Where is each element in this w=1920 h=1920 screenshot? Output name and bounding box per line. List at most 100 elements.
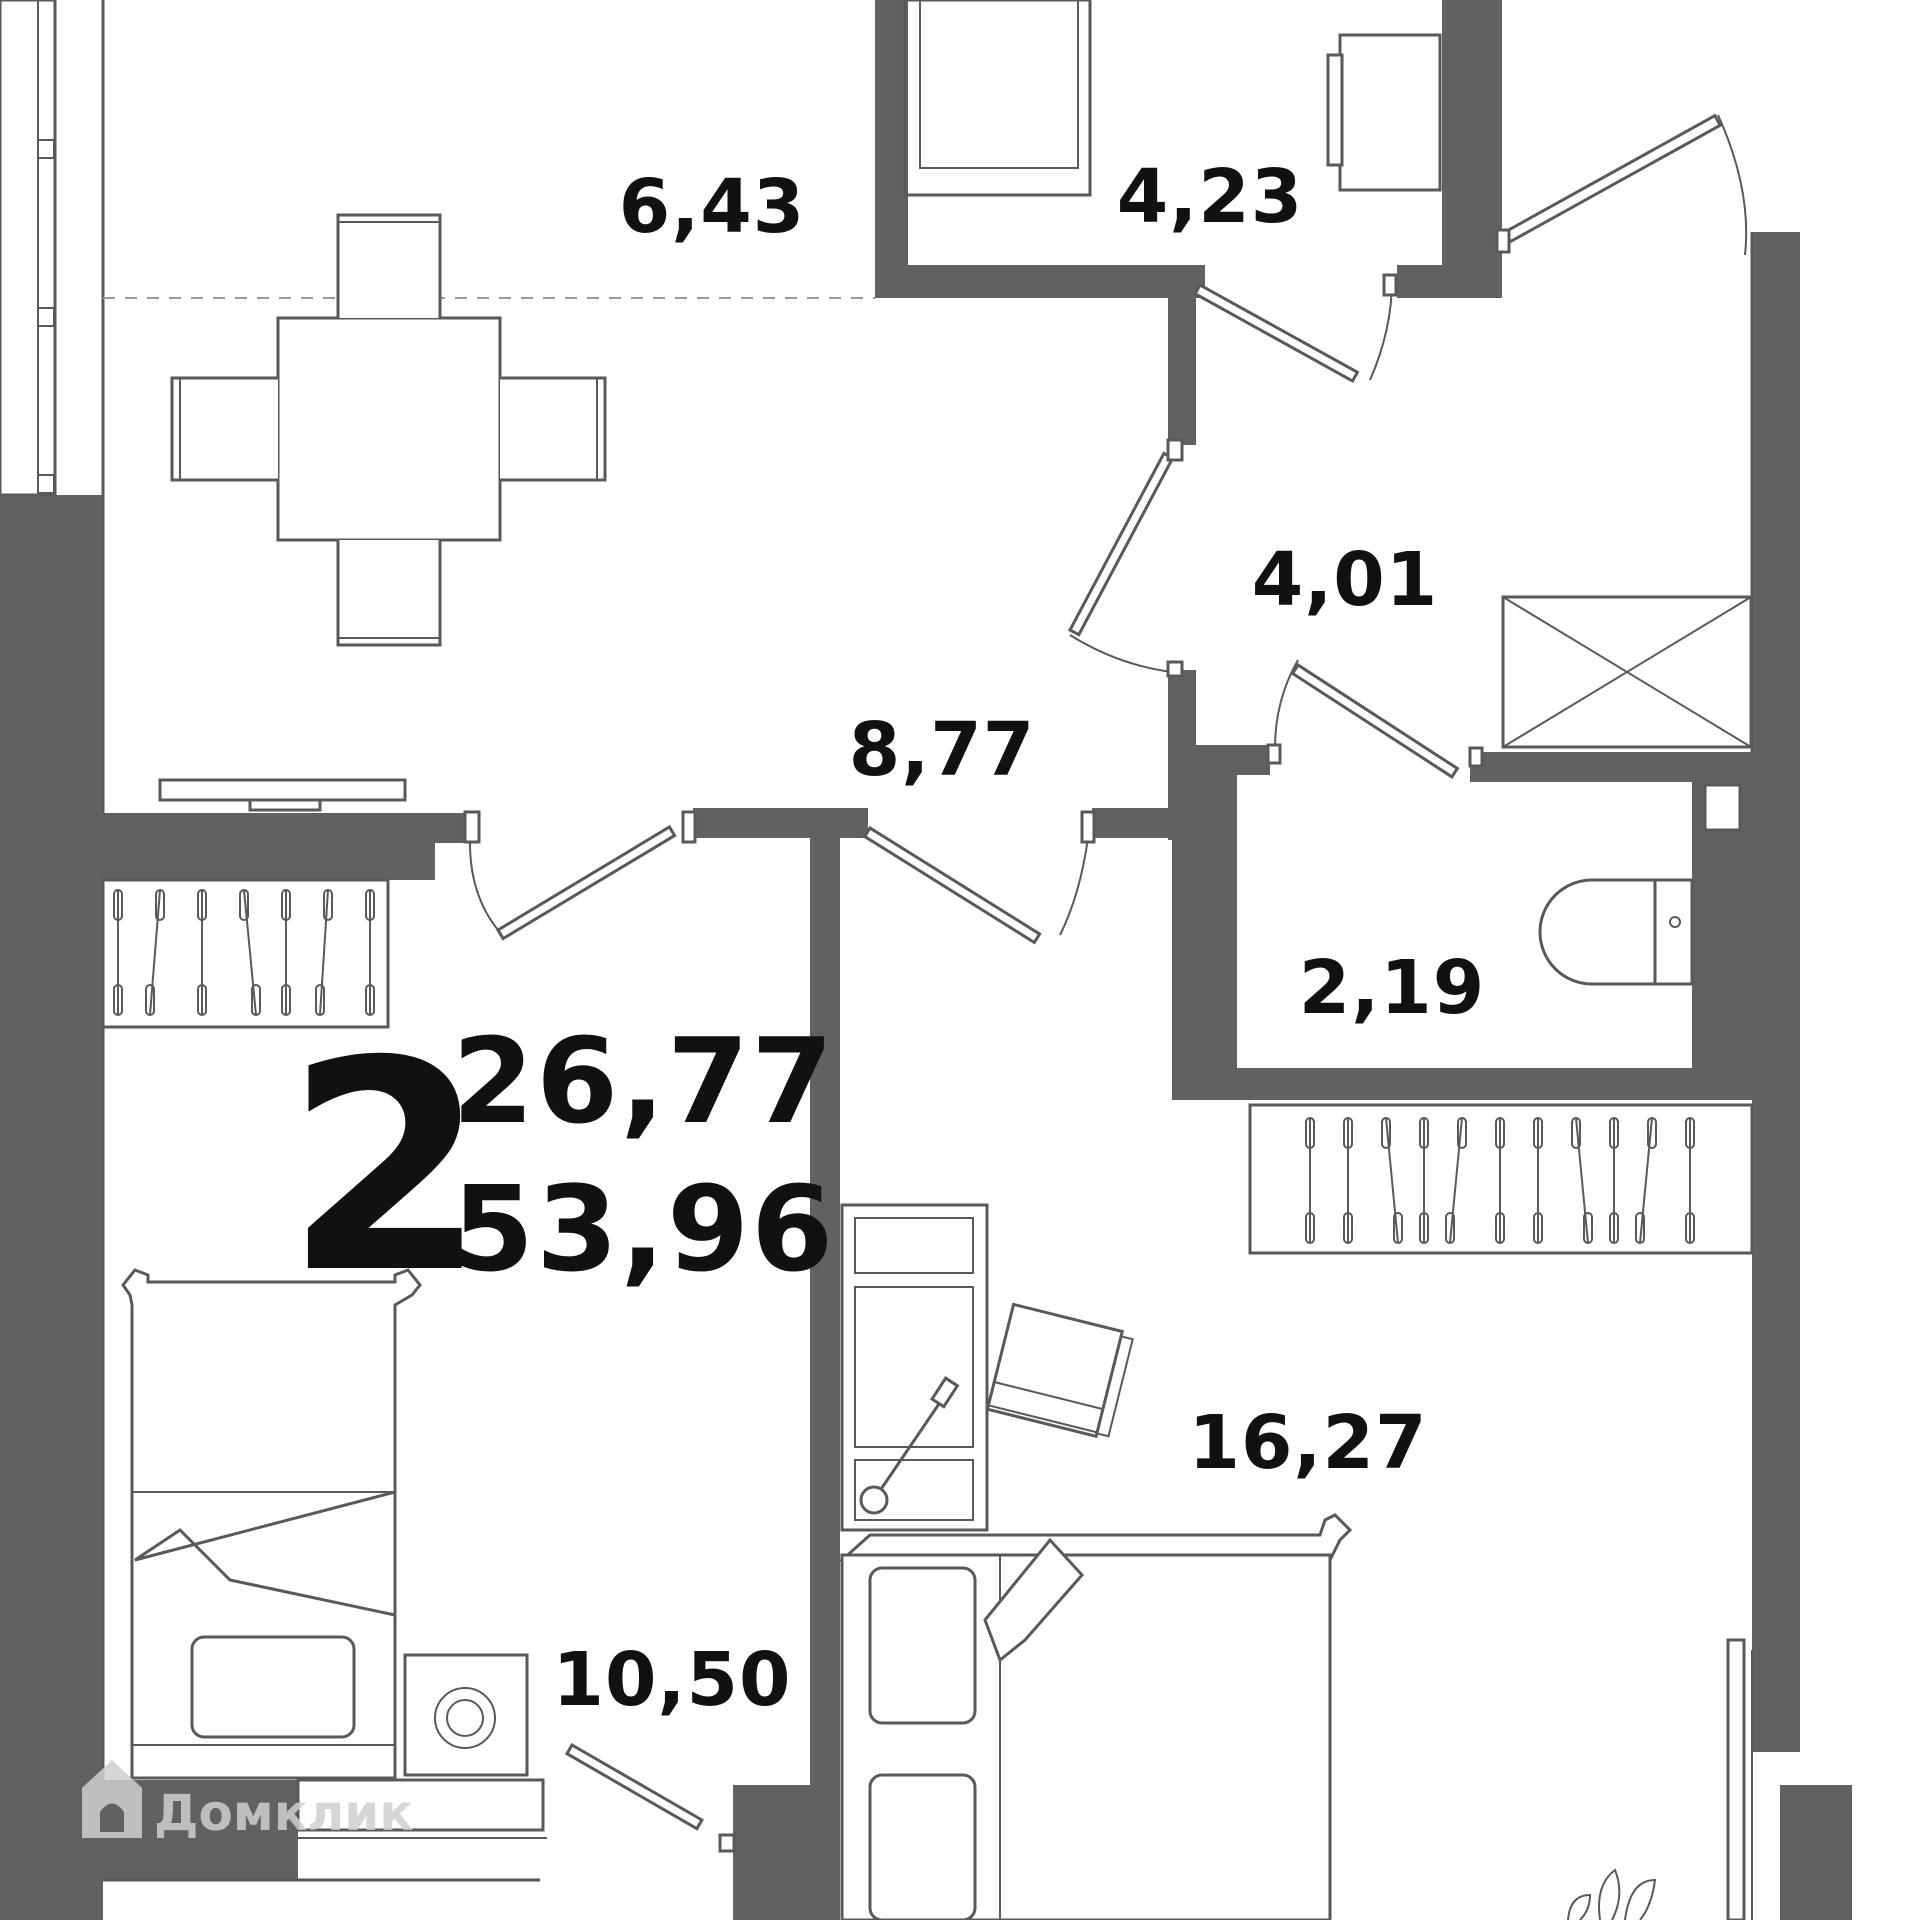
toilet-door-stop: [1266, 743, 1282, 765]
loggia-window-mullion-1: [37, 139, 55, 159]
hanger-end: [1381, 1117, 1391, 1149]
area-label-toilet: 2,19: [1299, 945, 1486, 1031]
small-bedroom-pillow: [190, 1635, 356, 1739]
dining-table: [170, 213, 607, 647]
small-bedroom: [101, 878, 736, 1882]
large-bedroom-pillow-bottom: [868, 1773, 977, 1920]
large-bedroom-desk: [840, 1203, 989, 1532]
hanger-end: [1495, 1117, 1505, 1149]
kitchen-door-swing: [1069, 634, 1173, 673]
wall-bath-right: [1442, 0, 1502, 298]
small-bedroom-door-hinge: [463, 810, 481, 844]
hanger-end: [1343, 1117, 1353, 1149]
hanger-end: [1343, 1212, 1353, 1244]
hanger-end: [1583, 1212, 1593, 1244]
wall-kitchen-south-stub: [435, 813, 465, 843]
toilet-door-swing: [1274, 659, 1299, 749]
hanger-end: [251, 984, 261, 1016]
hanger-end: [1445, 1212, 1455, 1244]
hanger-end: [1609, 1212, 1619, 1244]
wall-kitchen-south: [103, 813, 435, 880]
area-label-kitchen: 8,77: [849, 707, 1036, 793]
console-body: [158, 778, 407, 802]
small-bedroom-door-leaf: [495, 824, 677, 941]
walls: [0, 0, 1852, 1920]
hanger-mark: [1449, 1117, 1463, 1244]
bathroom-door-leaf: [1193, 282, 1360, 384]
washbasin: [1338, 33, 1442, 192]
entrance-door-swing: [1717, 114, 1748, 256]
area-label-bathroom: 4,23: [1117, 154, 1304, 240]
large-bedroom-bed: [838, 1513, 1353, 1562]
small-bedroom-door-stop: [681, 810, 697, 844]
hanger-end: [197, 984, 207, 1016]
wall-left-exterior: [0, 495, 103, 1920]
loggia: [0, 0, 875, 813]
living-area: 26,77: [452, 1012, 835, 1150]
small-bedroom-wardrobe: [101, 878, 390, 1029]
large-bedroom-desk-shelf-bottom: [854, 1459, 974, 1521]
kitchen-door-stop: [1166, 660, 1184, 678]
large-bedroom-door-hinge: [1080, 810, 1096, 844]
hanger-end: [113, 889, 123, 921]
small-bedroom-door-swing: [469, 842, 499, 931]
loggia-window-mullion-3: [37, 474, 55, 494]
hanger-end: [145, 984, 155, 1016]
wall-right-exterior: [1752, 232, 1800, 1752]
wall-right-balcony: [1780, 1785, 1852, 1920]
chair-top: [336, 213, 442, 318]
wall-bath-left: [875, 0, 908, 298]
bathtub-outer: [903, 0, 1092, 197]
hanger-end: [1495, 1212, 1505, 1244]
hanger-end: [1685, 1212, 1695, 1244]
hanger-end: [197, 889, 207, 921]
large-bedroom-door-swing: [1059, 837, 1089, 936]
large-bedroom: [838, 1103, 1754, 1920]
wall-bath-right-stub: [1397, 265, 1502, 298]
hanger-end: [315, 984, 325, 1016]
hanger-mark: [1639, 1117, 1653, 1244]
wall-toilet-left: [1172, 745, 1237, 1100]
area-label-hallway: 4,01: [1252, 537, 1439, 623]
hanger-end: [1609, 1117, 1619, 1149]
wall-hall-left-upper: [1168, 280, 1196, 445]
large-bedroom-desk-shelf-mid: [854, 1286, 974, 1448]
large-bedroom-armchair: [985, 1302, 1134, 1439]
hanger-end: [155, 889, 165, 921]
hanger-end: [1393, 1212, 1403, 1244]
toilet-door-leaf: [1290, 662, 1460, 779]
bathtub-inner: [919, 0, 1079, 169]
plant-icon: [1567, 1868, 1657, 1920]
hanger-end: [1305, 1212, 1315, 1244]
hanger-end: [1533, 1212, 1543, 1244]
table-top: [276, 316, 502, 542]
watermark: Домклик: [82, 1760, 413, 1842]
hanger-end: [1685, 1117, 1695, 1149]
hanger-end: [1647, 1117, 1657, 1149]
hanger-mark: [1575, 1117, 1589, 1244]
loggia-window-mullion-2: [37, 307, 55, 327]
desk-lamp-base: [859, 1485, 889, 1515]
hanger-end: [239, 889, 249, 921]
small-bedroom-nightstand: [403, 1653, 529, 1777]
room-count: 2: [285, 1000, 487, 1337]
small-bedroom-blanket-fold: [134, 1490, 397, 1617]
hallway: [1067, 113, 1754, 779]
hanger-end: [1457, 1117, 1467, 1149]
hanger-end: [1305, 1117, 1315, 1149]
bathroom-door-hinge: [1382, 273, 1398, 297]
small-bedroom-balcony-door-hinge: [718, 1833, 736, 1853]
large-bedroom-pillow-top: [868, 1566, 977, 1725]
hanger-mark: [1385, 1117, 1399, 1244]
washbasin-tap: [1326, 53, 1344, 167]
chair-right: [500, 376, 607, 482]
hanger-end: [1419, 1117, 1429, 1149]
wall-bath-bottom: [875, 265, 1205, 298]
large-bedroom-wardrobe: [1248, 1103, 1754, 1255]
hall-wardrobe-cross-b: [1502, 596, 1752, 748]
large-wardrobe-hangers: [1305, 1117, 1695, 1244]
toilet-riser: [1703, 783, 1742, 832]
kitchen-door-leaf: [1067, 451, 1175, 637]
hanger-end: [365, 889, 375, 921]
